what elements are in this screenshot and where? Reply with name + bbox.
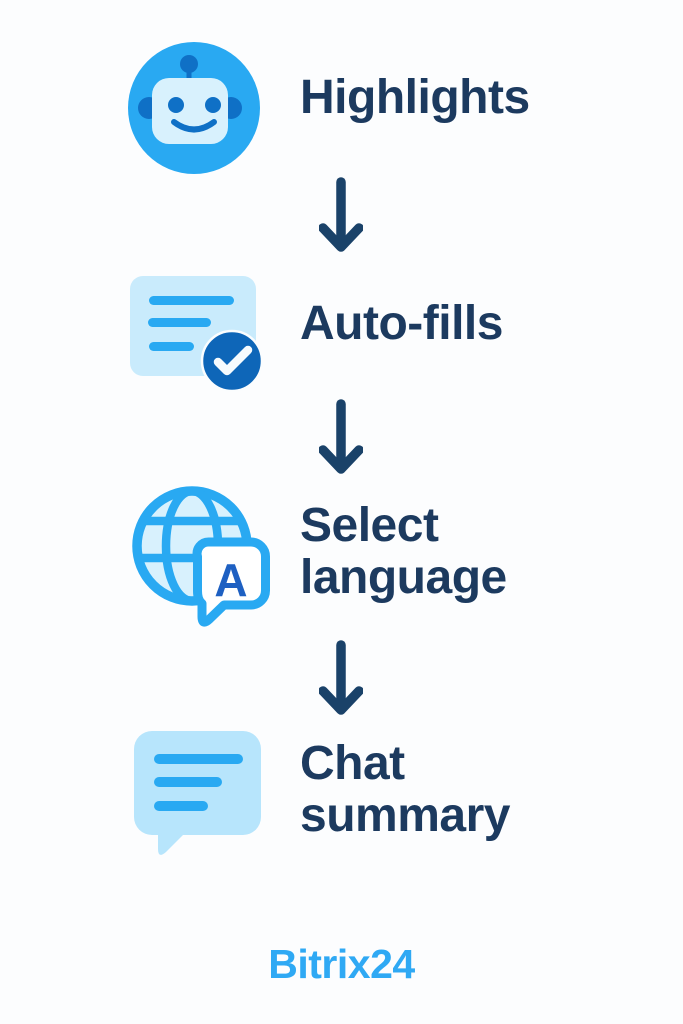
step-label-select-language: Select language xyxy=(300,499,507,604)
arrow-down-icon xyxy=(319,640,363,715)
chat-bubble-icon xyxy=(134,731,261,855)
globe-translate-icon: A xyxy=(132,486,270,627)
step-label-autofills: Auto-fills xyxy=(300,297,503,350)
speech-bubble xyxy=(192,537,270,627)
translate-letter: A xyxy=(214,554,247,606)
robot-icon xyxy=(128,42,260,174)
check-icon xyxy=(213,345,253,376)
step-label-chat-summary: Chat summary xyxy=(300,737,510,842)
step-label-highlights: Highlights xyxy=(300,71,530,124)
brand-logo: Bitrix24 xyxy=(268,941,415,987)
document-check-icon xyxy=(130,276,264,393)
arrow-down-icon xyxy=(319,399,363,474)
arrow-down-icon xyxy=(319,177,363,252)
